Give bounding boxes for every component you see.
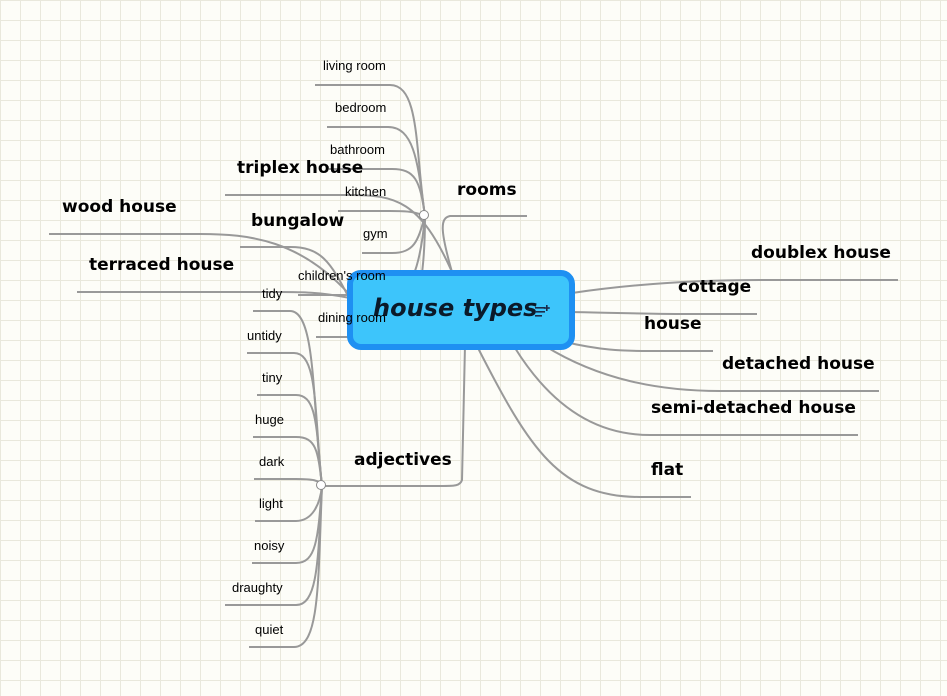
subtopic-dining-room[interactable]: dining room bbox=[318, 310, 386, 325]
topic-doublex-house[interactable]: doublex house bbox=[751, 243, 891, 263]
link-tiny bbox=[257, 394, 323, 487]
link-adjectives bbox=[322, 344, 466, 487]
subtopic-bedroom[interactable]: bedroom bbox=[335, 100, 387, 115]
topic-detached-house[interactable]: detached house bbox=[722, 354, 875, 374]
subtopic-huge[interactable]: huge bbox=[255, 412, 284, 427]
topic-rooms[interactable]: rooms bbox=[457, 180, 517, 200]
link-detached-house bbox=[544, 345, 879, 392]
topic-flat[interactable]: flat bbox=[651, 460, 684, 480]
topic-triplex-house[interactable]: triplex house bbox=[237, 158, 364, 178]
link-wood-house bbox=[49, 233, 351, 296]
link-bungalow bbox=[240, 246, 351, 301]
link-huge bbox=[253, 436, 323, 487]
adjectives-collapse-toggle[interactable] bbox=[316, 480, 326, 490]
subtopic-dark[interactable]: dark bbox=[259, 454, 285, 469]
topic-house[interactable]: house bbox=[644, 314, 702, 334]
link-house bbox=[564, 341, 713, 352]
subtopic-living-room[interactable]: living room bbox=[323, 58, 386, 73]
link-doublex-house bbox=[571, 279, 898, 294]
central-topic-label: house types bbox=[373, 294, 538, 322]
link-quiet bbox=[249, 485, 323, 648]
subtopic-kitchen[interactable]: kitchen bbox=[345, 184, 387, 199]
topic-terraced-house[interactable]: terraced house bbox=[89, 255, 235, 275]
link-semi-detached-house bbox=[514, 347, 858, 436]
subtopic-quiet[interactable]: quiet bbox=[255, 622, 284, 637]
rooms-collapse-toggle[interactable] bbox=[419, 210, 429, 220]
subtopic-light[interactable]: light bbox=[259, 496, 283, 511]
subtopic-untidy[interactable]: untidy bbox=[247, 328, 282, 343]
link-terraced-house bbox=[77, 291, 351, 299]
link-triplex-house bbox=[225, 194, 453, 273]
subtopic-childrens-room[interactable]: children's room bbox=[298, 268, 386, 283]
subtopic-noisy[interactable]: noisy bbox=[254, 538, 285, 553]
topic-adjectives[interactable]: adjectives bbox=[354, 450, 452, 470]
notes-icon[interactable] bbox=[533, 303, 551, 321]
subtopic-tidy[interactable]: tidy bbox=[262, 286, 283, 301]
link-cottage bbox=[571, 311, 757, 315]
link-rooms bbox=[441, 215, 527, 273]
subtopic-gym[interactable]: gym bbox=[363, 226, 388, 241]
link-dark bbox=[254, 478, 323, 487]
subtopic-draughty[interactable]: draughty bbox=[232, 580, 283, 595]
link-flat bbox=[477, 347, 691, 498]
topic-semi-detached-house[interactable]: semi-detached house bbox=[651, 398, 856, 418]
central-topic[interactable]: house types bbox=[347, 270, 575, 350]
topic-cottage[interactable]: cottage bbox=[678, 277, 752, 297]
link-bathroom bbox=[329, 168, 426, 217]
topic-wood-house[interactable]: wood house bbox=[62, 197, 177, 217]
subtopic-bathroom[interactable]: bathroom bbox=[330, 142, 385, 157]
subtopic-tiny[interactable]: tiny bbox=[262, 370, 283, 385]
topic-bungalow[interactable]: bungalow bbox=[251, 211, 345, 231]
